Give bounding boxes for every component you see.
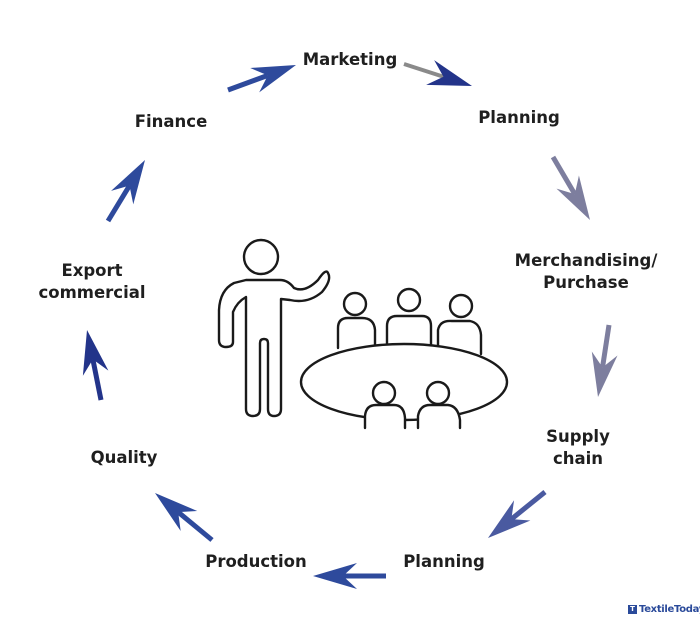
presenter-icon xyxy=(217,238,331,418)
step-merchandising-purchase: Merchandising/Purchase xyxy=(515,250,658,294)
arrow-head xyxy=(488,500,531,538)
arrow-shaft xyxy=(509,490,547,522)
arrow-shaft xyxy=(105,184,132,223)
logo-text: TextileToday xyxy=(639,604,700,615)
arrow-head xyxy=(313,563,357,589)
step-export-commercial: Export commercial xyxy=(38,260,145,304)
arrow-head xyxy=(111,160,145,205)
step-label: Production xyxy=(205,552,307,571)
arrow-shaft xyxy=(227,73,269,93)
step-label-line2: chain xyxy=(552,449,604,468)
step-label: Planning xyxy=(403,552,485,571)
step-label-line2: commercial xyxy=(38,283,146,302)
step-label: Export xyxy=(61,261,123,280)
arrow-shaft xyxy=(600,324,612,368)
arrow-2 xyxy=(403,60,472,86)
step-supply-chain: Supply chain xyxy=(546,426,610,470)
step-quality: Quality xyxy=(91,447,158,469)
step-label: Marketing xyxy=(302,50,398,69)
arrow-shaft xyxy=(550,155,577,196)
arrow-4 xyxy=(591,324,618,397)
arrow-7 xyxy=(155,493,214,542)
step-finance: Finance xyxy=(135,111,208,133)
arrow-8 xyxy=(82,330,109,401)
arrow-5 xyxy=(488,490,547,538)
arrow-shaft xyxy=(176,510,214,542)
arrow-9 xyxy=(105,160,145,223)
step-production: Production xyxy=(205,551,307,573)
arrow-head xyxy=(556,175,590,220)
arrow-head xyxy=(426,60,472,86)
arrow-1 xyxy=(227,65,296,93)
arrow-6 xyxy=(313,563,386,589)
arrow-shaft xyxy=(90,358,104,401)
arrow-head xyxy=(155,493,198,532)
step-planning-1: Planning xyxy=(478,107,560,129)
step-label: Planning xyxy=(478,108,560,127)
step-label: Finance xyxy=(134,112,208,131)
step-planning-2: Planning xyxy=(403,551,485,573)
step-label-line2: Purchase xyxy=(543,273,629,292)
textile-today-logo: T TextileToday xyxy=(628,604,700,615)
arrow-head xyxy=(82,330,109,376)
step-label: Quality xyxy=(90,448,158,467)
step-marketing: Marketing xyxy=(303,49,398,71)
arrow-3 xyxy=(550,155,590,220)
textile-today-logo-icon: T xyxy=(628,605,637,614)
arrow-head xyxy=(591,351,618,397)
arrow-head xyxy=(250,65,296,93)
step-label: Supply xyxy=(546,427,610,446)
seated-people-icon xyxy=(299,287,509,430)
arrow-shaft xyxy=(403,62,445,79)
step-label: Merchandising/ xyxy=(514,251,658,270)
